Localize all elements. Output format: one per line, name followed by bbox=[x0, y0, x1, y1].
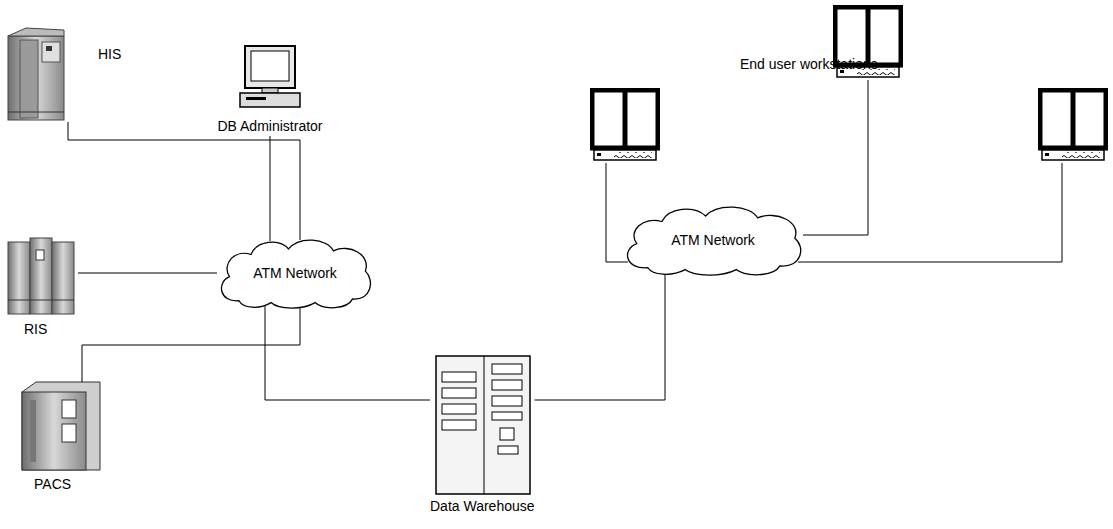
workstation-wires bbox=[606, 80, 1062, 262]
mainframe-icon bbox=[8, 28, 64, 120]
network-link bbox=[535, 269, 665, 400]
server-node: Data Warehouse bbox=[430, 354, 535, 516]
system-node: RIS bbox=[8, 233, 78, 339]
server-rack-icon bbox=[8, 238, 74, 314]
node-label: ATM Network bbox=[671, 232, 755, 248]
workstation-icons bbox=[592, 7, 1106, 160]
node-label: HIS bbox=[98, 46, 121, 62]
node-label: DB Administrator bbox=[200, 118, 340, 134]
network-link bbox=[68, 122, 300, 240]
group-label: End user workstations bbox=[740, 56, 878, 72]
node-label: Data Warehouse bbox=[430, 498, 535, 514]
node-label: PACS bbox=[34, 476, 102, 492]
system-node: PACS bbox=[22, 380, 102, 494]
system-node: HIS bbox=[8, 28, 121, 122]
network-link bbox=[270, 136, 271, 241]
network-cloud: ATM Network bbox=[215, 236, 375, 310]
workstation-node: DB Administrator bbox=[200, 44, 340, 136]
network-link bbox=[265, 304, 430, 400]
node-label: ATM Network bbox=[253, 265, 337, 281]
storage-icon bbox=[22, 382, 100, 470]
pc-icon bbox=[240, 46, 300, 107]
node-label: RIS bbox=[24, 321, 78, 337]
network-cloud: ATM Network bbox=[620, 203, 806, 277]
network-link bbox=[82, 306, 300, 382]
server-tower-icon bbox=[436, 356, 530, 494]
network-link bbox=[78, 273, 217, 274]
